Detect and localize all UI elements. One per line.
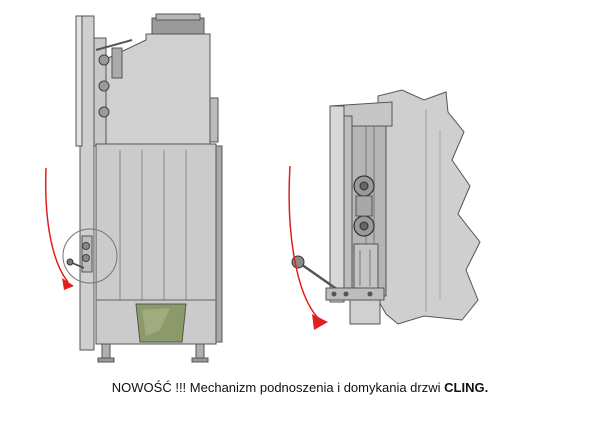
lower-roller	[353, 215, 375, 237]
detail-guide-rail	[329, 105, 345, 303]
detail-body-cutaway	[377, 89, 481, 325]
cling-mechanism-detail-view	[288, 89, 481, 330]
upper-roller	[353, 175, 375, 197]
closing-direction-arrow-small	[44, 167, 69, 283]
detail-highlight-circle	[62, 228, 118, 284]
figure-caption: NOWOŚĆ !!! Mechanizm podnoszenia i domyk…	[0, 380, 600, 395]
caption-product-name: CLING.	[444, 380, 489, 395]
counterweight-mechanism	[91, 37, 133, 147]
fireplace-insert-side-view	[44, 13, 223, 363]
caption-text: NOWOŚĆ !!! Mechanizm podnoszenia i domyk…	[111, 380, 441, 395]
closing-direction-arrow-detail	[288, 165, 319, 319]
cling-handle-small	[66, 235, 93, 273]
